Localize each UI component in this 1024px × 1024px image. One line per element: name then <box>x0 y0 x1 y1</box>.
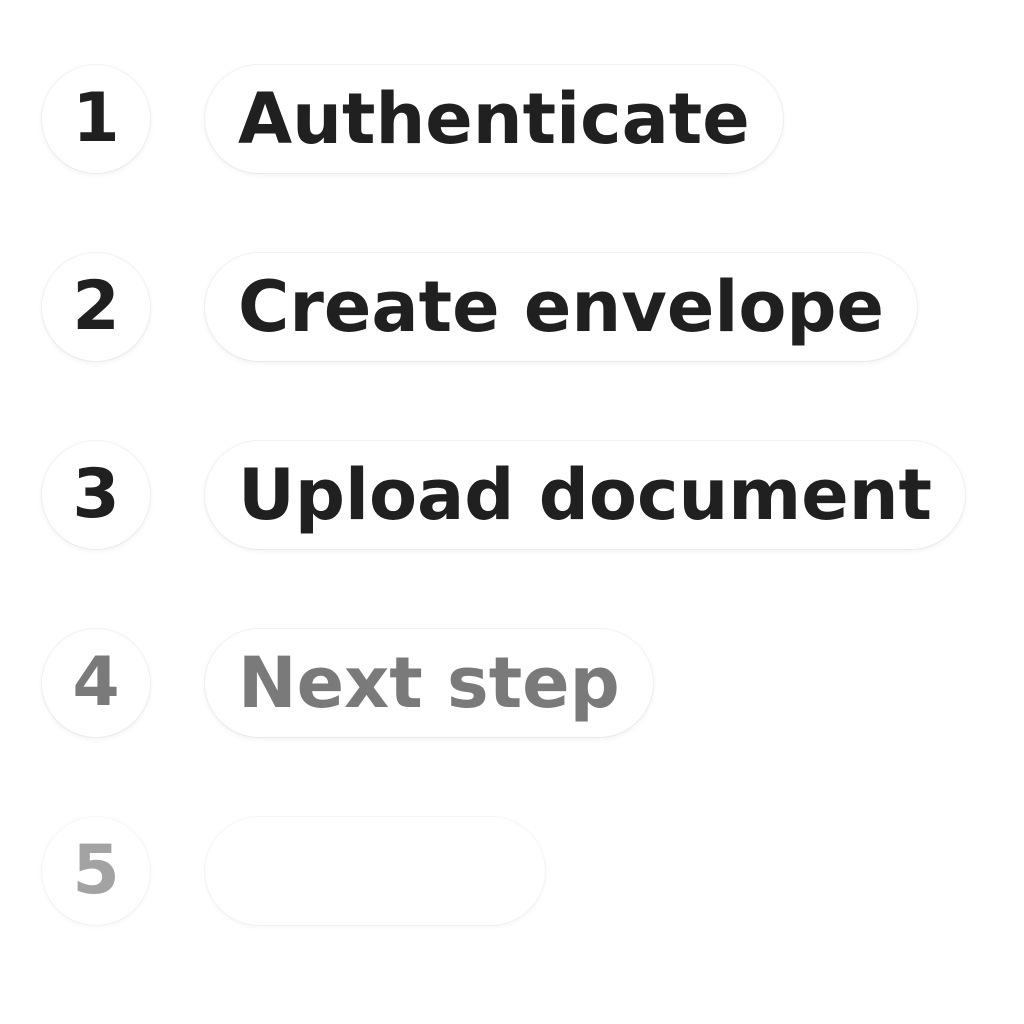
step-5[interactable]: 5 <box>42 816 545 926</box>
step-label[interactable]: Authenticate <box>205 65 783 173</box>
step-4[interactable]: 4 Next step <box>42 628 653 738</box>
step-label-placeholder[interactable] <box>205 817 545 925</box>
step-3[interactable]: 3 Upload document <box>42 440 965 550</box>
step-label[interactable]: Next step <box>205 629 653 737</box>
step-number-badge: 1 <box>42 65 150 173</box>
step-number-badge: 3 <box>42 441 150 549</box>
step-label[interactable]: Create envelope <box>205 253 917 361</box>
step-1[interactable]: 1 Authenticate <box>42 64 783 174</box>
step-label[interactable]: Upload document <box>205 441 965 549</box>
step-number-badge: 5 <box>42 817 150 925</box>
step-number-badge: 4 <box>42 629 150 737</box>
step-number-badge: 2 <box>42 253 150 361</box>
step-2[interactable]: 2 Create envelope <box>42 252 917 362</box>
